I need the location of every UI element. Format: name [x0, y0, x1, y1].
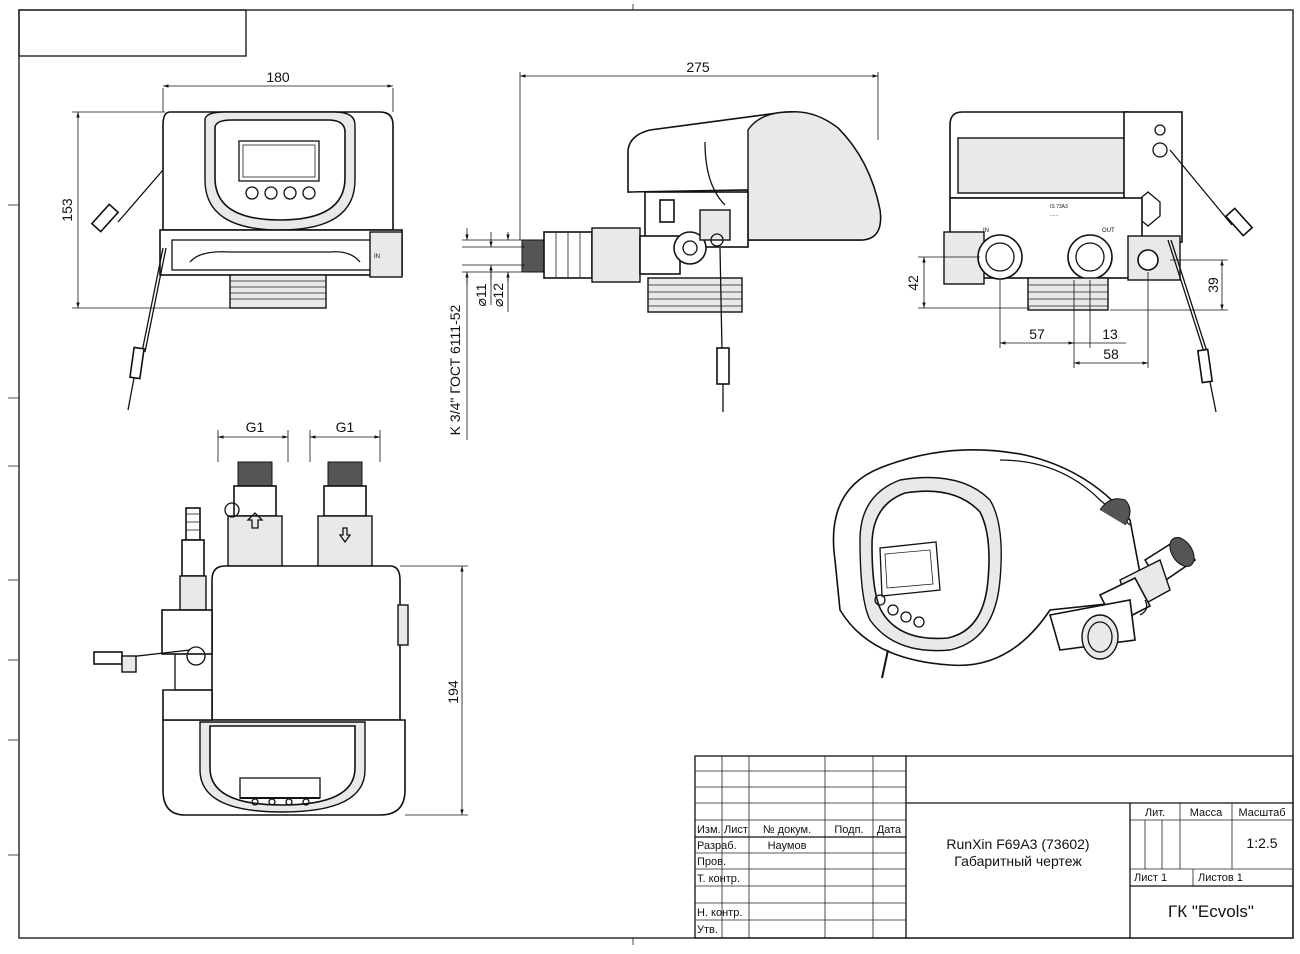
- dim-dia-12: ⌀12: [490, 283, 506, 307]
- tb-row-razrab: Разраб.: [697, 840, 737, 852]
- dim-side-width: 275: [686, 59, 710, 75]
- isometric-view: [832, 449, 1197, 679]
- tb-header-list: Лист: [724, 824, 748, 836]
- svg-text:IS 73A3: IS 73A3: [1050, 204, 1068, 210]
- tb-sheet: Лист 1: [1134, 872, 1167, 884]
- side-view: 275: [447, 59, 882, 440]
- dim-top-g1-left: G1: [246, 419, 265, 435]
- svg-text:......: ......: [1050, 212, 1058, 218]
- top-view: G1 G1: [93, 419, 468, 816]
- tb-row-tkontr: Т. контр.: [697, 873, 740, 885]
- tb-scale: 1:2.5: [1246, 835, 1277, 851]
- dim-rear-57: 57: [1029, 326, 1045, 342]
- title-block: Изм. Лист № докум. Подп. Дата Разраб. На…: [694, 755, 1294, 939]
- dim-front-width: 180: [266, 69, 290, 85]
- dim-rear-39: 39: [1205, 277, 1221, 293]
- tb-row-razrab-name: Наумов: [768, 840, 807, 852]
- dim-top-g1-right: G1: [336, 419, 355, 435]
- tb-row-utv: Утв.: [697, 924, 718, 936]
- tb-lit: Лит.: [1145, 807, 1165, 819]
- dim-dia-11: ⌀11: [473, 283, 489, 306]
- tb-header-sign: Подп.: [834, 824, 863, 836]
- port-in-label: IN: [983, 228, 989, 234]
- tb-header-date: Дата: [877, 824, 902, 836]
- tb-title-line2: Габаритный чертеж: [954, 853, 1082, 869]
- rear-view: IS 73A3 ...... IN OUT 42 57: [905, 111, 1254, 413]
- tb-masshtab: Масштаб: [1238, 807, 1285, 819]
- dim-rear-58: 58: [1103, 346, 1119, 362]
- tb-title-line1: RunXin F69A3 (73602): [946, 836, 1089, 852]
- tb-row-nkontr: Н. контр.: [697, 907, 742, 919]
- dim-top-194: 194: [445, 680, 461, 704]
- dim-rear-42: 42: [905, 275, 921, 291]
- tb-company: ГК "Ecvols": [1168, 902, 1254, 921]
- port-out-label: OUT: [1102, 228, 1115, 234]
- dim-thread: K 3/4" ГОСТ 6111-52: [447, 304, 463, 435]
- svg-text:IN: IN: [374, 254, 380, 260]
- tb-header-izm: Изм.: [697, 824, 721, 836]
- sheet-frame: [8, 4, 1294, 945]
- front-view: 180 153 IN: [59, 69, 403, 411]
- tb-header-doc: № докум.: [763, 824, 811, 836]
- tb-row-prov: Пров.: [697, 856, 726, 868]
- tb-massa: Масса: [1190, 807, 1223, 819]
- dim-rear-13: 13: [1102, 326, 1118, 342]
- dim-front-height: 153: [59, 198, 75, 222]
- tb-sheets: Листов 1: [1198, 872, 1243, 884]
